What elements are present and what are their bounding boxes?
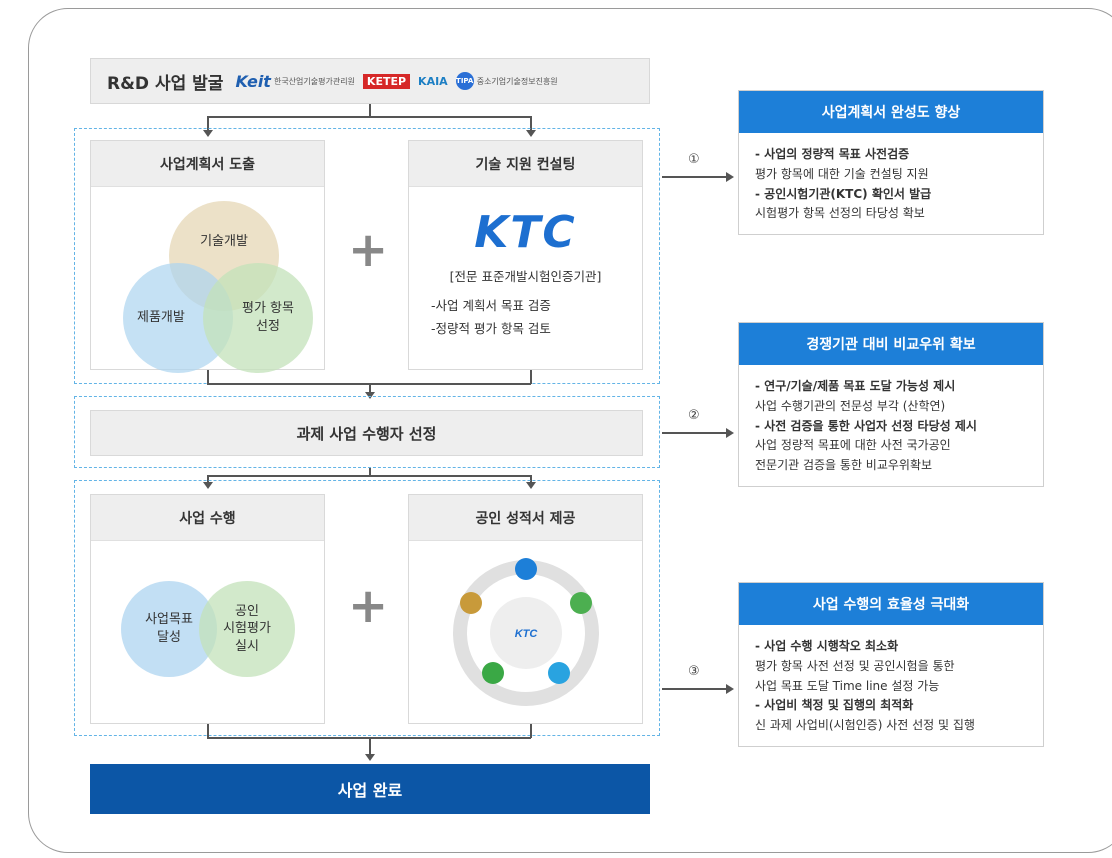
service-cycle-graphic: KTC <box>453 558 599 706</box>
document-icon <box>515 558 537 580</box>
benefit-line: - 사전 검증을 통한 사업자 선정 타당성 제시 <box>755 418 977 433</box>
venn-eval-select: 평가 항목 선정 <box>203 263 313 373</box>
connector <box>369 468 371 476</box>
ktc-item: -정량적 평가 항목 검토 <box>431 320 551 336</box>
benefit-line: - 연구/기술/제품 목표 도달 가능성 제시 <box>755 379 956 393</box>
benefit-box-body: - 연구/기술/제품 목표 도달 가능성 제시 사업 수행기관의 전문성 부각 … <box>739 365 1043 486</box>
benefit-box-body: - 사업의 정량적 목표 사전검증 평가 항목에 대한 기술 컨설팅 지원 - … <box>739 133 1043 234</box>
connector <box>530 724 532 738</box>
connector <box>207 724 209 738</box>
connector <box>662 432 728 434</box>
tech-consulting-title: 기술 지원 컨설팅 <box>409 141 642 187</box>
graduation-icon <box>570 592 592 614</box>
center-ktc-logo: KTC <box>515 628 539 640</box>
benefit-box-title: 사업계획서 완성도 향상 <box>739 91 1043 133</box>
arrow-down-icon <box>203 482 213 489</box>
performer-selection-box: 과제 사업 수행자 선정 <box>90 410 643 456</box>
step-number-3: ③ <box>688 664 700 679</box>
benefit-line: 사업 목표 도달 Time line 설정 가능 <box>755 678 940 693</box>
plus-icon: + <box>348 578 389 634</box>
checklist-icon <box>548 662 570 684</box>
tipa-logo: TIPA 중소기업기술정보진흥원 <box>455 72 558 90</box>
plus-icon: + <box>348 222 389 278</box>
connector <box>369 383 371 393</box>
section3-dashed-group <box>74 480 660 736</box>
benefit-line: 신 과제 사업비(시험인증) 사전 선정 및 집행 <box>755 718 975 733</box>
arrow-down-icon <box>526 130 536 137</box>
ktc-item: -사업 계획서 목표 검증 <box>431 298 551 313</box>
business-execution-card: 사업 수행 사업목표 달성 공인 시험평가 실시 <box>90 494 325 724</box>
outer-frame <box>28 8 1112 853</box>
connector <box>207 475 531 477</box>
connector <box>207 475 209 483</box>
rd-discovery-title: R&D 사업 발굴 <box>107 73 224 94</box>
certified-report-title: 공인 성적서 제공 <box>409 495 642 541</box>
connector <box>207 370 209 384</box>
benefit-box-body: - 사업 수행 시행착오 최소화 평가 항목 사전 선정 및 공인시험을 통한 … <box>739 625 1043 746</box>
certificate-icon <box>460 592 482 614</box>
business-plan-title: 사업계획서 도출 <box>91 141 324 187</box>
arrow-right-icon <box>726 172 734 182</box>
benefit-line: 사업 수행기관의 전문성 부각 (산학연) <box>755 398 946 413</box>
benefit-line: - 공인시험기관(KTC) 확인서 발급 <box>755 186 932 201</box>
benefit-box-title: 경쟁기관 대비 비교우위 확보 <box>739 323 1043 365</box>
connector <box>662 176 728 178</box>
tech-consulting-card: 기술 지원 컨설팅 KTC [전문 표준개발시험인증기관] -사업 계획서 목표… <box>408 140 643 370</box>
kaia-logo: KAIA <box>418 74 448 88</box>
certified-report-card: 공인 성적서 제공 KTC <box>408 494 643 724</box>
business-execution-title: 사업 수행 <box>91 495 324 541</box>
benefit-line: - 사업비 책정 및 집행의 최적화 <box>755 698 914 713</box>
benefit-line: 시험평가 항목 선정의 타당성 확보 <box>755 206 925 221</box>
connector <box>369 104 371 116</box>
connector <box>530 116 532 130</box>
ktc-items: -사업 계획서 목표 검증 -정량적 평가 항목 검토 <box>431 295 642 340</box>
connector <box>530 370 532 384</box>
arrow-down-icon <box>365 754 375 761</box>
benefit-box-2: 경쟁기관 대비 비교우위 확보 - 연구/기술/제품 목표 도달 가능성 제시 … <box>738 322 1044 487</box>
benefit-box-title: 사업 수행의 효율성 극대화 <box>739 583 1043 625</box>
business-plan-card: 사업계획서 도출 기술개발 제품개발 평가 항목 선정 <box>90 140 325 373</box>
benefit-line: - 사업의 정량적 목표 사전검증 <box>755 147 910 161</box>
gear-icon <box>482 662 504 684</box>
ketep-logo: KETEP <box>362 73 411 89</box>
connector <box>207 116 531 118</box>
rd-discovery-bar: R&D 사업 발굴 Keit 한국산업기술평가관리원 KETEP KAIA TI… <box>90 58 650 104</box>
arrow-down-icon <box>526 482 536 489</box>
connector <box>369 737 371 755</box>
step-number-2: ② <box>688 408 700 423</box>
benefit-box-3: 사업 수행의 효율성 극대화 - 사업 수행 시행착오 최소화 평가 항목 사전… <box>738 582 1044 747</box>
benefit-line: 평가 항목 사전 선정 및 공인시험을 통한 <box>755 658 955 673</box>
section2-dashed-group <box>74 396 660 468</box>
circle-certified-test: 공인 시험평가 실시 <box>199 581 295 677</box>
arrow-down-icon <box>365 392 375 399</box>
connector <box>530 475 532 483</box>
business-complete-box: 사업 완료 <box>90 764 650 814</box>
connector <box>662 688 728 690</box>
arrow-right-icon <box>726 684 734 694</box>
arrow-right-icon <box>726 428 734 438</box>
arrow-down-icon <box>203 130 213 137</box>
connector <box>207 116 209 130</box>
benefit-line: - 사업 수행 시행착오 최소화 <box>755 639 899 653</box>
ktc-logo: KTC <box>474 207 577 258</box>
ktc-description: [전문 표준개발시험인증기관] <box>449 269 602 284</box>
benefit-line: 평가 항목에 대한 기술 컨설팅 지원 <box>755 166 929 181</box>
benefit-line: 사업 정량적 목표에 대한 사전 국가공인 <box>755 438 951 453</box>
benefit-line: 전문기관 검증을 통한 비교우위확보 <box>755 458 933 473</box>
step-number-1: ① <box>688 152 700 167</box>
benefit-box-1: 사업계획서 완성도 향상 - 사업의 정량적 목표 사전검증 평가 항목에 대한… <box>738 90 1044 236</box>
keit-logo: Keit 한국산업기술평가관리원 <box>235 71 355 91</box>
circle-goal-achieve: 사업목표 달성 <box>121 581 217 677</box>
